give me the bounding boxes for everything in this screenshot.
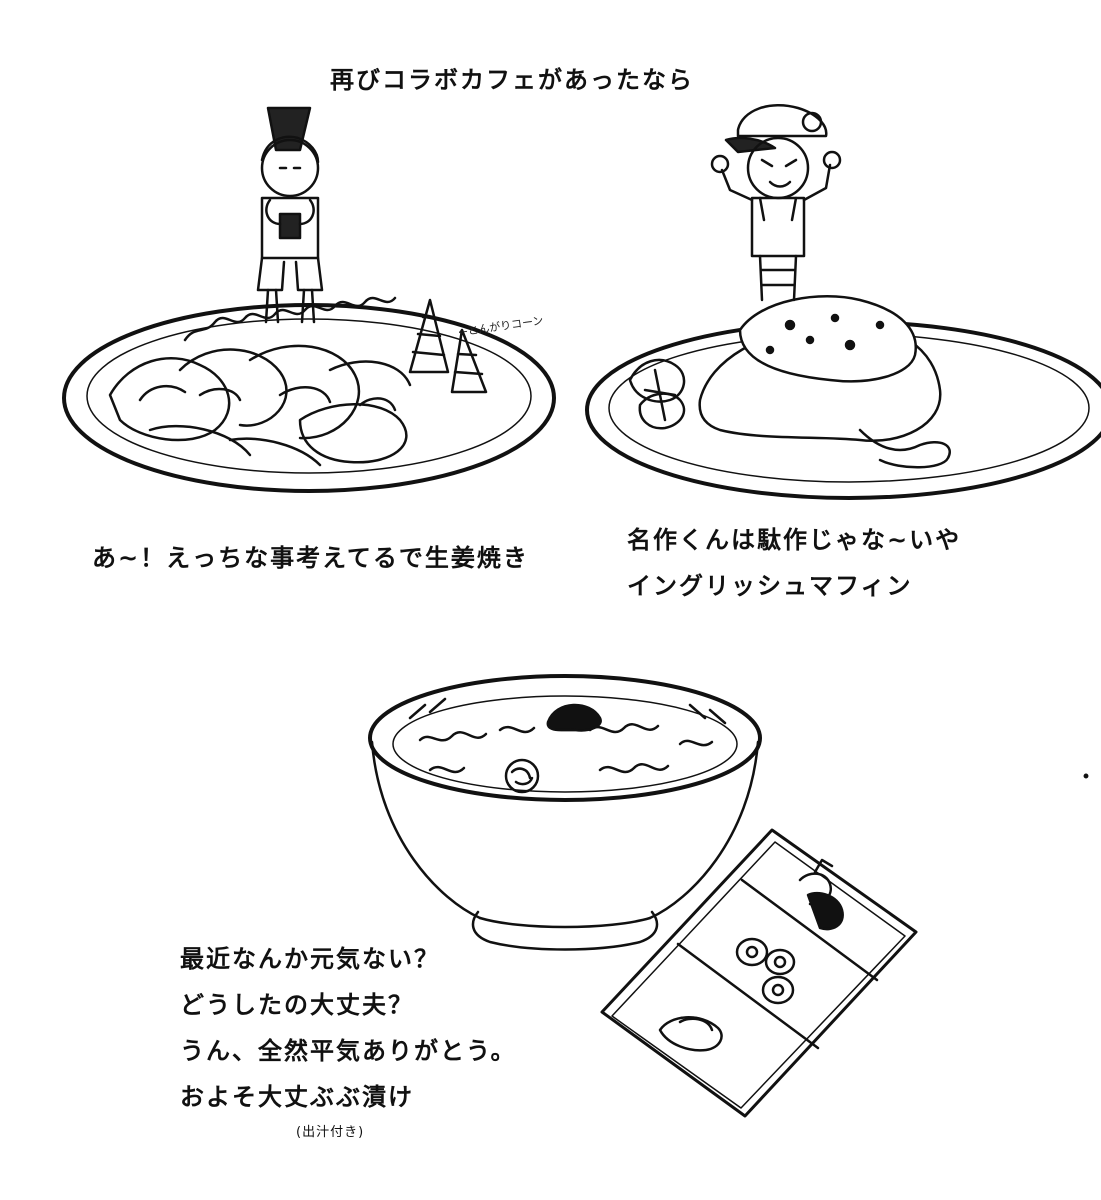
ginger-pork-plate [62, 106, 556, 493]
muffin-caption-line-2: イングリッシュマフィン [627, 572, 913, 600]
muffin-caption-line-1: 名作くんは駄作じゃな~いや [627, 526, 962, 554]
bubuzuke-caption-line: どうしたの大丈夫？ [180, 991, 414, 1019]
bubuzuke-caption-line: うん、全然平気ありがとう。 [180, 1037, 517, 1065]
muffin-plate [585, 103, 1101, 500]
ginger-pork-caption: あ~！えっちな事考えてるで生姜焼き [92, 544, 529, 572]
bubuzuke-bowl [368, 674, 762, 951]
pickle-tray [600, 828, 918, 1118]
page-title: 再びコラボカフェがあったなら [330, 66, 694, 94]
bubuzuke-caption-line: およそ大丈ぶぶ漬け [180, 1083, 414, 1111]
bubuzuke-caption: 最近なんか元気ない？ どうしたの大丈夫？ うん、全然平気ありがとう。 およそ大丈… [180, 936, 517, 1120]
bubuzuke-caption-line: 最近なんか元気ない？ [180, 945, 440, 973]
dashi-note: (出汁付き) [296, 1125, 365, 1140]
